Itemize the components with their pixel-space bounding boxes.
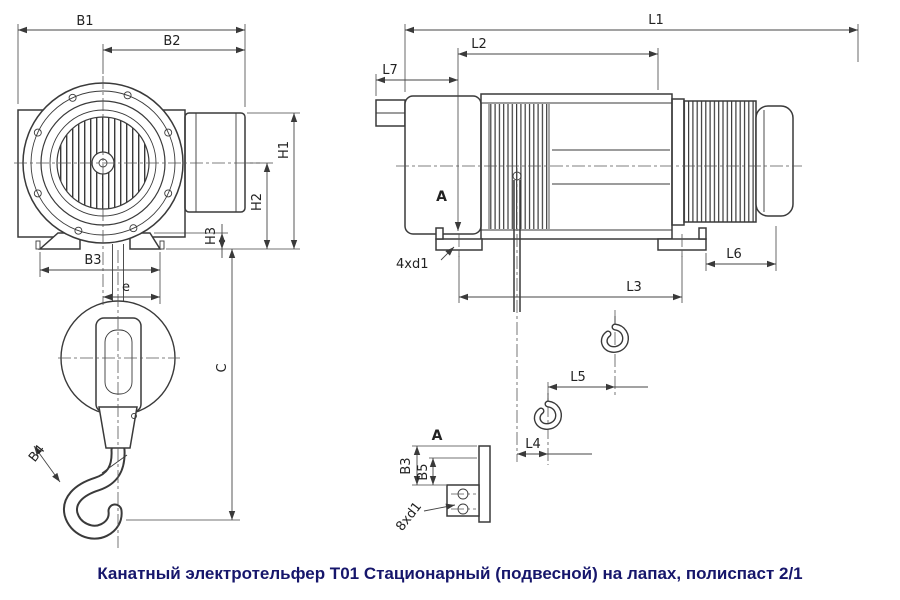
dim-label-l1: L1 xyxy=(648,13,664,28)
dim-c: C xyxy=(126,249,240,521)
dim-l6: L6 xyxy=(705,226,777,271)
dim-h2: H2 xyxy=(247,162,273,249)
dim-4xd1: 4xd1 xyxy=(396,246,455,272)
side-centerlines xyxy=(396,165,802,465)
foot-web-plate xyxy=(478,445,491,523)
dim-b2: B2 xyxy=(102,34,245,74)
dim-label-detail-b5: B5 xyxy=(416,463,431,480)
view-a-label: A xyxy=(436,189,447,205)
side-view: A L1 L2 L7 4xd1 L6 xyxy=(375,13,859,465)
technical-drawing-svg: B1 B2 H1 H2 H3 B3 xyxy=(14,13,859,548)
dim-label-b3: B3 xyxy=(84,253,101,268)
dim-b4: B4 xyxy=(26,442,61,483)
hook-plate xyxy=(95,317,142,413)
motor-cooling-fins xyxy=(683,100,757,223)
dim-l3: L3 xyxy=(458,253,683,303)
dim-h1: H1 xyxy=(166,112,300,250)
dim-label-l4: L4 xyxy=(525,437,541,452)
dim-label-8xd1: 8xd1 xyxy=(393,499,425,534)
detail-a-title: A xyxy=(432,428,443,444)
dim-label-detail-b3: B3 xyxy=(399,457,414,474)
dim-label-l3: L3 xyxy=(626,280,642,295)
dim-l5: L5 xyxy=(548,370,648,391)
motor-flange xyxy=(671,98,685,226)
dim-8xd1: 8xd1 xyxy=(393,499,456,534)
front-view: B1 B2 H1 H2 H3 B3 xyxy=(14,14,300,548)
motor-end-cap xyxy=(755,105,794,217)
dim-l1: L1 xyxy=(404,13,859,92)
dim-label-l5: L5 xyxy=(570,370,586,385)
dim-label-e: e xyxy=(122,280,130,295)
rope-coil xyxy=(489,104,549,229)
dim-label-l7: L7 xyxy=(382,63,398,78)
dim-label-h1: H1 xyxy=(277,141,292,159)
dim-e: e xyxy=(103,280,160,301)
dim-label-l6: L6 xyxy=(726,247,742,262)
dim-label-b1: B1 xyxy=(76,14,93,29)
hook-latch xyxy=(101,454,128,474)
dim-l2: L2 xyxy=(458,37,659,90)
dim-h3: H3 xyxy=(154,224,228,258)
detail-view-a: A B3 B5 8xd1 xyxy=(393,428,491,534)
dim-label-c: C xyxy=(215,363,230,372)
drawing-caption: Канатный электротельфер Т01 Стационарный… xyxy=(97,564,803,583)
gearbox-housing xyxy=(404,95,482,235)
dim-label-h2: H2 xyxy=(250,193,265,211)
dim-label-l2: L2 xyxy=(471,37,487,52)
dim-b3: B3 xyxy=(39,252,161,304)
brake-cylinder xyxy=(184,112,246,213)
dim-label-4xd1: 4xd1 xyxy=(396,257,429,272)
view-a-arrow: A xyxy=(436,48,462,231)
dim-b1: B1 xyxy=(17,14,246,107)
dim-label-h3: H3 xyxy=(204,227,219,245)
dim-detail-b3: B3 xyxy=(399,445,477,486)
side-body xyxy=(375,93,794,312)
dim-label-b2: B2 xyxy=(163,34,180,49)
foot-base-plate xyxy=(446,484,480,517)
dim-l4: L4 xyxy=(517,437,592,458)
dim-detail-b5: B5 xyxy=(416,457,477,485)
dim-l7: L7 xyxy=(375,63,458,96)
